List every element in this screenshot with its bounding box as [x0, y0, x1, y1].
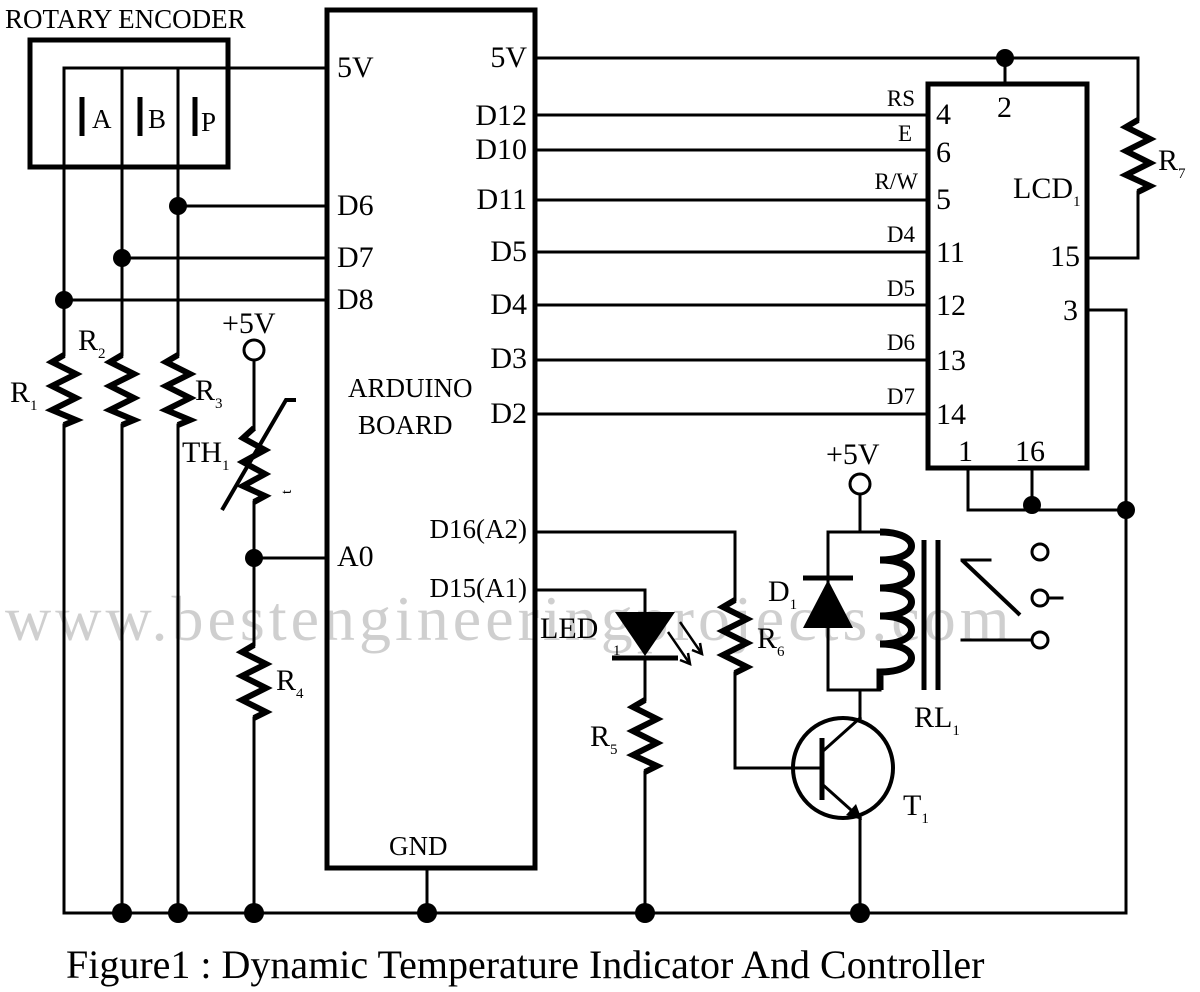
junction-lcd-gnd — [1117, 501, 1135, 519]
resistor-r6 — [716, 597, 754, 676]
r4-label: R4 — [276, 664, 304, 702]
lcd-signal-rw: R/W — [875, 169, 919, 194]
lcd-pin-12: 12 — [936, 289, 966, 322]
terminal-5v-relay — [848, 472, 872, 496]
transistor-collector — [819, 715, 863, 755]
r3-label: R3 — [195, 374, 223, 412]
r7-label: R7 — [1158, 144, 1186, 182]
led1-body — [615, 612, 675, 656]
supply-5v-relay: +5V — [826, 438, 880, 471]
lcd-name: LCD1 — [1013, 172, 1081, 210]
diode-d1 — [803, 580, 853, 628]
arduino-pin-d10: D10 — [475, 133, 527, 166]
lcd-signal-e: E — [898, 121, 912, 146]
arduino-pin-d6: D6 — [337, 189, 374, 222]
lcd-pin-13: 13 — [936, 344, 966, 377]
lcd-signal-d4: D4 — [887, 222, 916, 247]
arduino-pin-gnd: GND — [389, 831, 448, 861]
lcd-pin-16: 16 — [1015, 435, 1045, 468]
resistor-r7 — [1119, 117, 1157, 195]
thermistor-th1 — [236, 425, 272, 505]
lcd-pin-1: 1 — [958, 435, 973, 468]
lcd-module — [925, 81, 1090, 471]
junction-d6 — [169, 197, 187, 215]
arduino-pin-a0: A0 — [337, 540, 374, 573]
encoder-contacts — [62, 66, 329, 302]
lcd-pin-5: 5 — [936, 183, 951, 216]
junction-gnd-t1 — [850, 903, 870, 923]
arduino-pin-d3: D3 — [490, 342, 527, 375]
r2-label: R2 — [78, 324, 106, 362]
r6-label: R6 — [757, 622, 785, 660]
lcd-signal-d6: D6 — [887, 330, 915, 355]
relay-contacts — [960, 542, 1064, 650]
lcd-pin-11: 11 — [936, 236, 965, 269]
resistor-r2 — [102, 352, 142, 428]
led1-label: LED — [540, 612, 598, 645]
arduino-pin-d16: D16(A2) — [430, 514, 527, 544]
transistor-emitter-arrow — [846, 804, 862, 820]
arduino-pin-d8: D8 — [337, 283, 374, 316]
arduino-label-2: BOARD — [358, 410, 453, 440]
resistor-r1 — [44, 352, 84, 428]
arduino-pin-d15: D15(A1) — [430, 573, 527, 603]
encoder-pin-p: P — [201, 107, 216, 137]
arduino-pin-d2: D2 — [490, 397, 527, 430]
relay-coil — [876, 528, 915, 690]
lcd-pin-15: 15 — [1050, 240, 1080, 273]
lcd-ground-wiring — [966, 308, 1128, 915]
lcd-pin-2: 2 — [997, 91, 1012, 124]
encoder-pin-a: A — [92, 104, 112, 134]
encoder-box — [27, 37, 231, 170]
lcd-pin-6: 6 — [936, 136, 951, 169]
arduino-pin-5v-right: 5V — [490, 41, 527, 74]
led1-sub: 1 — [613, 643, 621, 659]
r5-label: R5 — [590, 720, 618, 758]
junction-d7 — [113, 249, 131, 267]
encoder-pin-b: B — [148, 104, 166, 134]
arduino-pin-d12: D12 — [475, 99, 527, 132]
figure-caption: Figure1 : Dynamic Temperature Indicator … — [66, 942, 984, 987]
supply-5v-left: +5V — [222, 307, 276, 340]
arduino-pin-d4: D4 — [490, 288, 527, 321]
junction-gnd-arduino — [417, 903, 437, 923]
junction-lcd16 — [1023, 496, 1041, 514]
encoder-title: ROTARY ENCODER — [5, 4, 246, 34]
r1-label: R1 — [10, 376, 38, 414]
junction-gnd-r5 — [635, 903, 655, 923]
junction-5v-lcd — [996, 49, 1014, 67]
arduino-pin-d11: D11 — [476, 183, 527, 216]
junction-gnd-r3 — [168, 903, 188, 923]
junction-d8 — [55, 291, 73, 309]
resistor-r5 — [626, 697, 664, 775]
junction-gnd-r4 — [244, 903, 264, 923]
encoder-wiring — [62, 204, 329, 915]
lcd-signal-d5: D5 — [887, 276, 915, 301]
lcd-pin-3: 3 — [1063, 294, 1078, 327]
junction-gnd-r2 — [112, 903, 132, 923]
arduino-pin-d5: D5 — [490, 235, 527, 268]
arduino-board — [324, 7, 538, 871]
th1-mark: t — [279, 489, 295, 494]
led-emission-arrows — [666, 621, 704, 666]
rl1-label: RL1 — [914, 701, 960, 739]
arduino-label-1: ARDUINO — [348, 373, 473, 403]
lcd-pin-4: 4 — [936, 98, 951, 131]
resistor-r4 — [235, 642, 273, 721]
thermistor-slash — [220, 398, 296, 512]
lcd-signal-rs: RS — [887, 86, 915, 111]
arduino-pin-5v-left: 5V — [337, 51, 374, 84]
lcd-pin-14: 14 — [936, 398, 966, 431]
terminal-5v-left — [242, 338, 266, 362]
lcd-signal-d7: D7 — [887, 384, 915, 409]
t1-label: T1 — [903, 789, 929, 827]
arduino-pin-d7: D7 — [337, 241, 374, 274]
d1-label: D1 — [768, 575, 797, 613]
th1-label: TH1 — [182, 436, 230, 474]
transistor-t1 — [791, 716, 895, 820]
resistor-r3 — [158, 352, 198, 428]
lcd-bus — [533, 56, 1140, 416]
